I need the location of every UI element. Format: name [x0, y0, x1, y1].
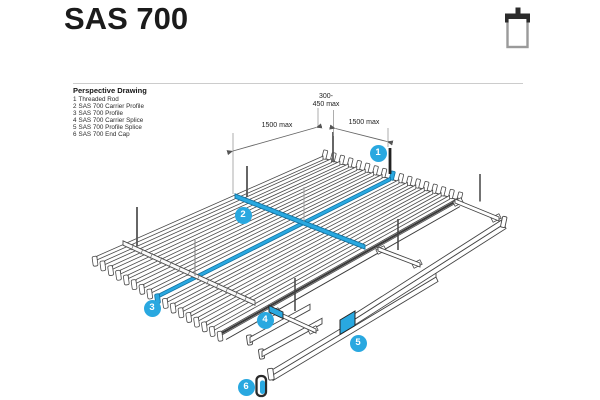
icon-carrier-hook: [505, 13, 509, 23]
legend-label: SAS 700 Profile Splice: [78, 123, 142, 131]
carrier-profile-blue: [234, 193, 366, 250]
legend-number: 5: [73, 123, 77, 131]
icon-carrier-bar: [505, 13, 530, 19]
exploded-carrier: [454, 198, 500, 222]
callout-marker-4: 4: [256, 311, 274, 329]
long-profile-side: [340, 223, 507, 334]
callout-marker-5: 5: [349, 334, 367, 352]
profile-cross-section-icon: [505, 7, 530, 49]
carrier-splice-blue: [268, 304, 284, 320]
callout-marker-1: 1: [369, 144, 387, 162]
section-heading: Perspective Drawing: [73, 86, 147, 95]
dimension-label-middle-line2: 450 max: [312, 100, 340, 108]
legend-label: SAS 700 End Cap: [78, 130, 130, 138]
profile-end: [500, 215, 508, 229]
legend-number: 4: [73, 116, 77, 124]
dimension-label-right: 1500 max: [348, 119, 380, 126]
exploded-carrier: [377, 246, 421, 268]
dimension-line-left: [226, 123, 323, 156]
profile-splice-blue: [339, 310, 356, 336]
profile-end: [267, 367, 275, 381]
legend-label: Threaded Rod: [78, 96, 119, 103]
carrier-ticks: [130, 244, 248, 302]
legend-label: SAS 700 Profile: [78, 109, 123, 117]
dimension-lines: [226, 108, 394, 194]
icon-rod-stub: [515, 7, 521, 16]
short-profile: [249, 303, 311, 344]
icon-profile-body: [506, 14, 529, 49]
icon-carrier-hook: [526, 13, 530, 23]
divider-rule: [73, 83, 523, 84]
legend-number: 6: [73, 130, 77, 138]
callout-marker-3: 3: [143, 299, 161, 317]
legend-number: 3: [73, 109, 77, 117]
dimension-line-right: [329, 124, 394, 146]
field-front-edge: [221, 199, 459, 334]
callout-marker-6: 6: [237, 378, 255, 396]
callout-marker-2: 2: [234, 206, 252, 224]
legend-label: SAS 700 Carrier Splice: [78, 116, 144, 124]
legend-number: 1: [73, 96, 77, 103]
dimension-label-left: 1500 max: [261, 122, 293, 129]
legend-label: SAS 700 Carrier Profile: [78, 102, 144, 110]
dimension-label-middle: 300- 450 max: [313, 93, 340, 108]
dimension-label-middle-line1: 300-: [318, 93, 334, 100]
exploded-parts: [246, 174, 508, 398]
legend-number: 2: [73, 102, 77, 110]
page-title: SAS 700: [64, 1, 189, 36]
end-cap-blue-face: [260, 380, 265, 394]
